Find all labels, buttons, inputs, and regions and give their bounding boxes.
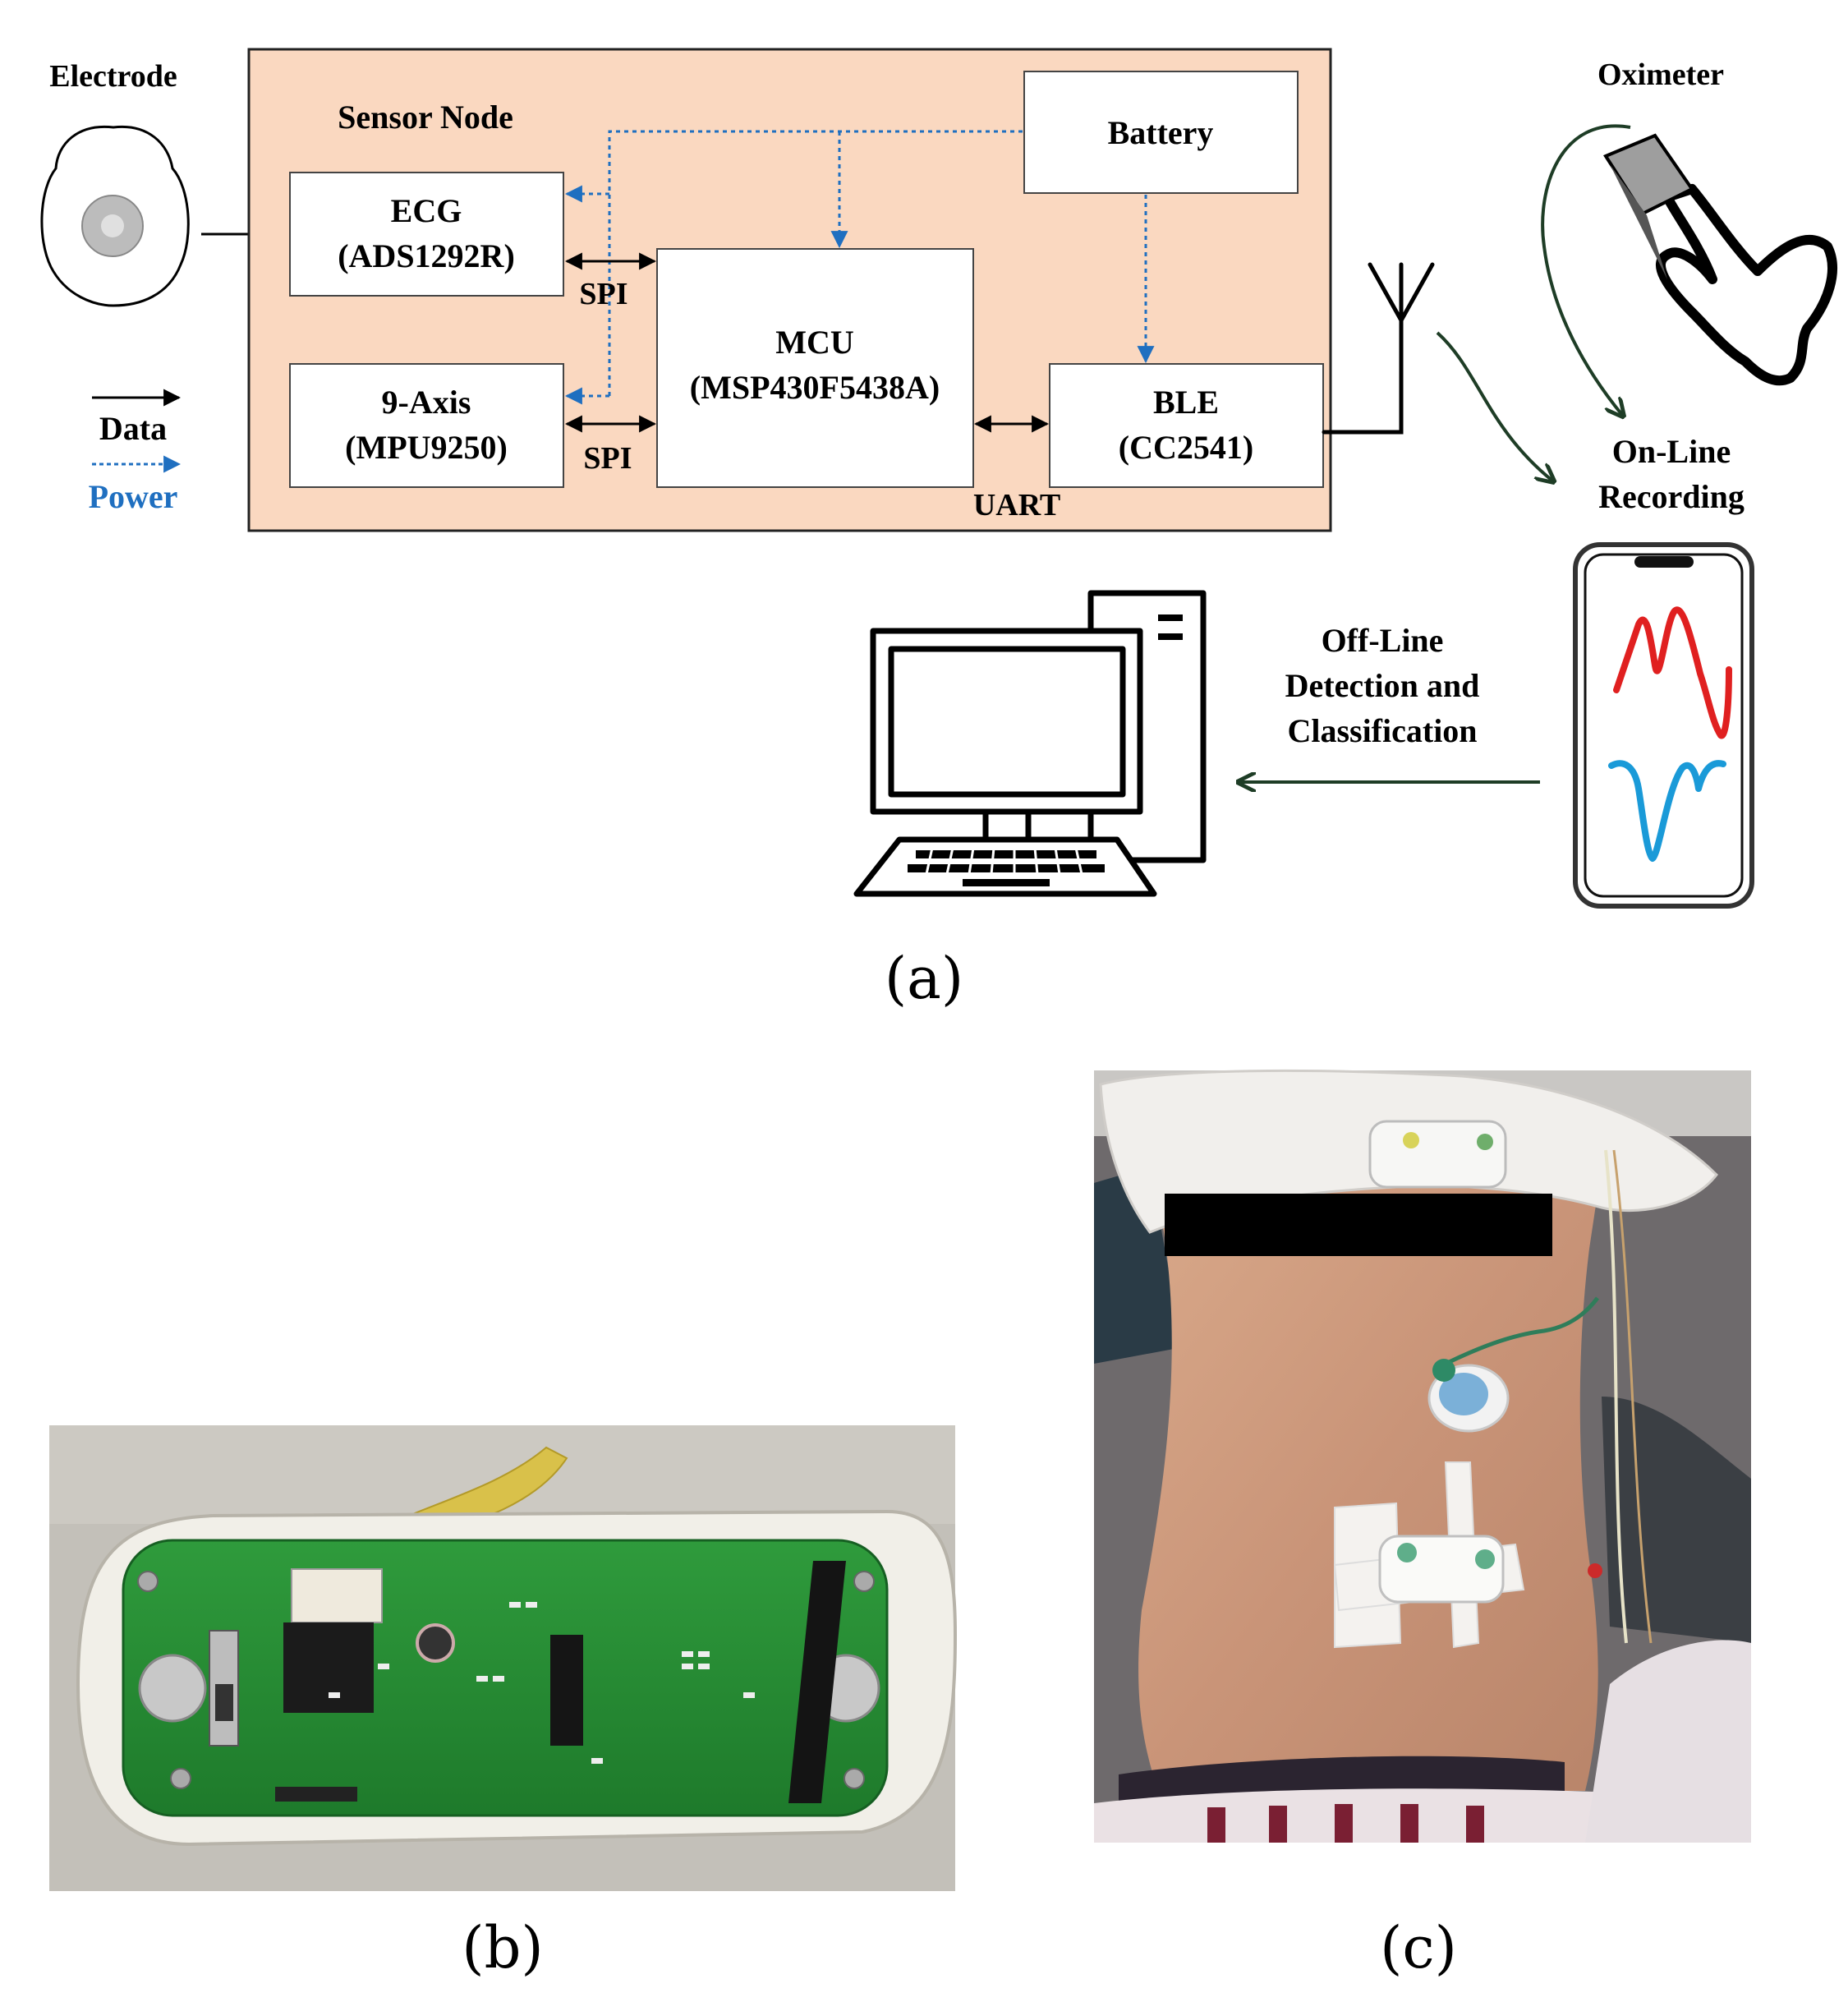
computer-icon (853, 590, 1207, 897)
electrode-icon (40, 125, 190, 307)
electrode-label: Electrode (49, 59, 177, 94)
uart-label: UART (973, 488, 1060, 522)
smartphone-icon (1573, 542, 1754, 909)
mcu-part: (MSP430F5438A) (690, 369, 940, 406)
wireless-arrow (1436, 331, 1552, 481)
legend-power-label: Power (89, 478, 178, 515)
ble-name: BLE (1153, 384, 1219, 421)
antenna-icon (1322, 262, 1435, 435)
caption-c: (c) (1380, 1914, 1457, 1981)
ecg-name: ECG (391, 192, 462, 229)
mcu-name: MCU (775, 324, 854, 361)
power-lines (564, 130, 1155, 405)
mcu-block (656, 248, 974, 488)
online-line2: Recording (1598, 478, 1745, 515)
offline-line3: Classification (1287, 712, 1477, 749)
oximeter-hand-icon (1541, 124, 1837, 415)
offline-line1: Off-Line (1322, 622, 1444, 659)
online-line1: On-Line (1612, 433, 1731, 470)
sensor-node-label: Sensor Node (338, 99, 513, 136)
caption-b: (b) (462, 1914, 543, 1981)
panel-a: Electrode Data Power Sensor Node Battery… (40, 48, 1837, 1012)
spi-bottom-label: SPI (583, 441, 632, 476)
imu-block (289, 363, 564, 488)
battery-box (1023, 71, 1299, 194)
caption-a: (a) (885, 945, 963, 1012)
battery-label: Battery (1108, 114, 1214, 151)
imu-part: (MPU9250) (345, 429, 508, 466)
pcb-photo (49, 1425, 958, 1891)
panel-b: (b) (49, 1425, 958, 1981)
spi-top-label: SPI (579, 277, 627, 311)
motion-waveform (1608, 760, 1726, 862)
imu-name: 9-Axis (382, 384, 471, 421)
ecg-part: (ADS1292R) (338, 237, 515, 274)
ble-part: (CC2541) (1119, 429, 1253, 466)
offline-line2: Detection and (1285, 667, 1480, 704)
legend-data-label: Data (99, 410, 167, 447)
ble-block (1049, 363, 1324, 488)
subject-photo (1094, 1069, 1751, 1843)
ecg-waveform (1613, 606, 1732, 739)
ecg-block (289, 172, 564, 297)
oximeter-label: Oximeter (1597, 58, 1724, 92)
panel-c: (c) (1094, 1069, 1751, 1981)
